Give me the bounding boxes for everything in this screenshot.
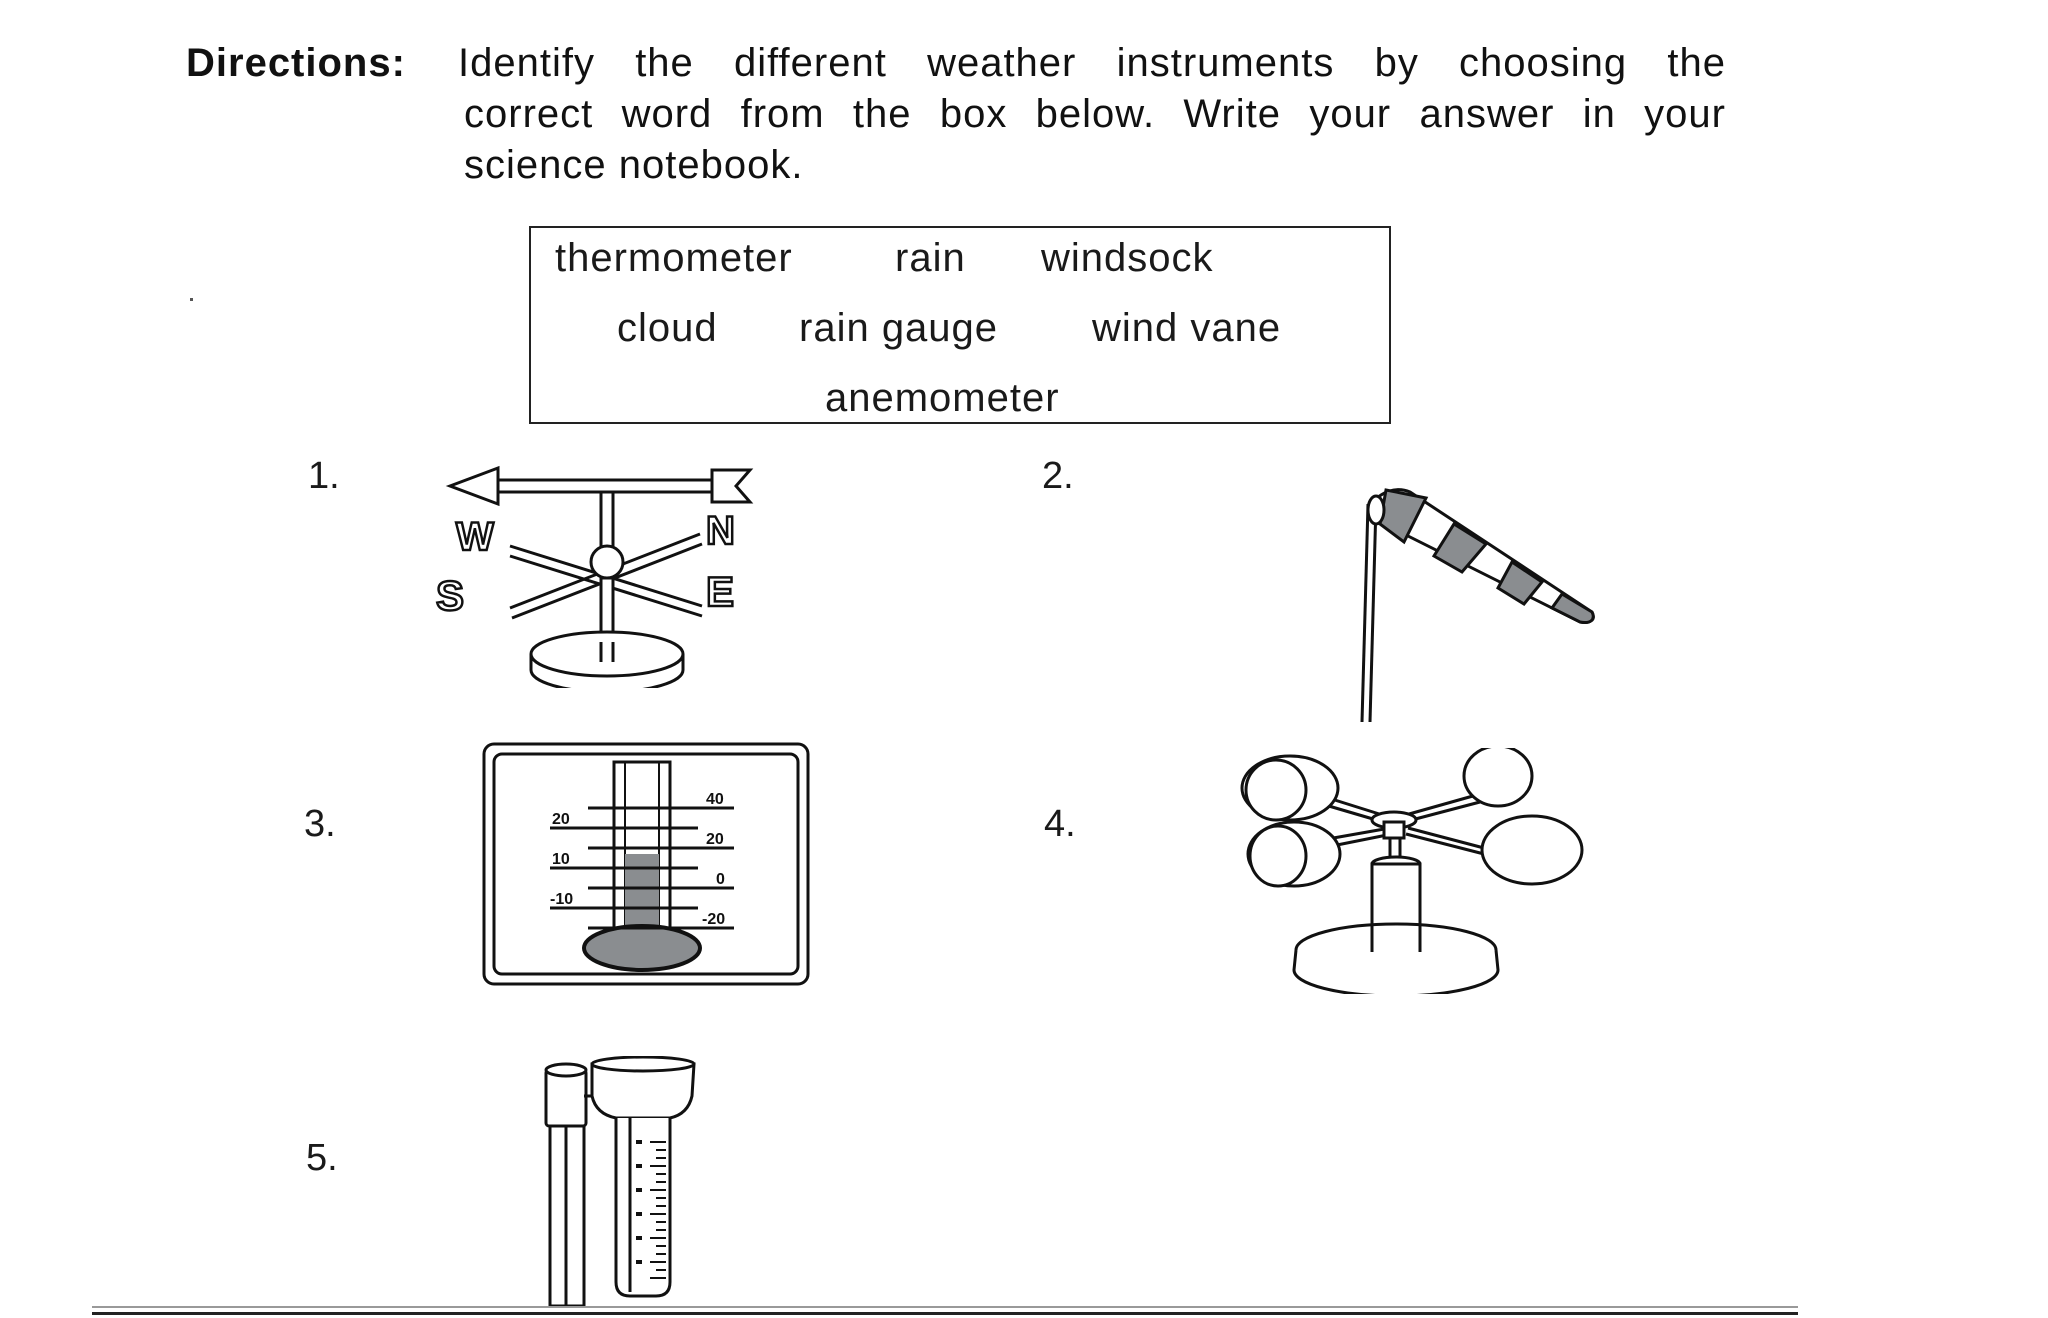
item-number-3: 3.	[304, 803, 336, 845]
stray-mark	[190, 298, 193, 301]
scale-label-right-3: 0	[716, 871, 725, 888]
scale-label-right-2: 20	[706, 831, 724, 848]
word-box: thermometer rain windsock cloud rain gau…	[529, 226, 1391, 424]
scale-label-left-3: -10	[550, 891, 573, 908]
directions-label: Directions:	[186, 41, 406, 85]
word-cloud: cloud	[617, 306, 718, 350]
word-wind-vane: wind vane	[1092, 306, 1282, 350]
item-number-2: 2.	[1042, 455, 1074, 497]
directions-line-2: correct word from the box below. Write y…	[464, 92, 1726, 136]
word-windsock: windsock	[1041, 236, 1214, 280]
word-thermometer: thermometer	[555, 236, 793, 280]
directions-line-1: Identify the different weather instrumen…	[458, 41, 1726, 85]
windsock-icon	[1360, 488, 1595, 723]
anemometer-icon	[1240, 748, 1584, 994]
wind-vane-icon: W N S E	[435, 465, 754, 688]
thermometer-icon: 20 10 -10 40 20 0 -20	[482, 742, 810, 986]
scale-label-right-4: -20	[702, 911, 725, 928]
item-number-4: 4.	[1044, 803, 1076, 845]
scale-label-left-1: 20	[552, 811, 570, 828]
item-number-1: 1.	[308, 455, 340, 497]
bottom-rule	[92, 1306, 1798, 1315]
direction-letter-n: N	[706, 509, 735, 553]
word-anemometer: anemometer	[825, 376, 1060, 420]
direction-letter-w: W	[456, 515, 494, 559]
directions-line-3: science notebook.	[464, 143, 804, 187]
direction-letter-s: S	[436, 572, 464, 619]
directions-text: Identify the different weather instrumen…	[458, 38, 1726, 191]
word-rain-gauge: rain gauge	[799, 306, 999, 350]
rain-gauge-icon	[544, 1056, 696, 1306]
item-number-5: 5.	[306, 1137, 338, 1179]
scale-label-right-1: 40	[706, 791, 724, 808]
direction-letter-e: E	[706, 568, 734, 615]
word-rain: rain	[895, 236, 966, 280]
scale-label-left-2: 10	[552, 851, 570, 868]
